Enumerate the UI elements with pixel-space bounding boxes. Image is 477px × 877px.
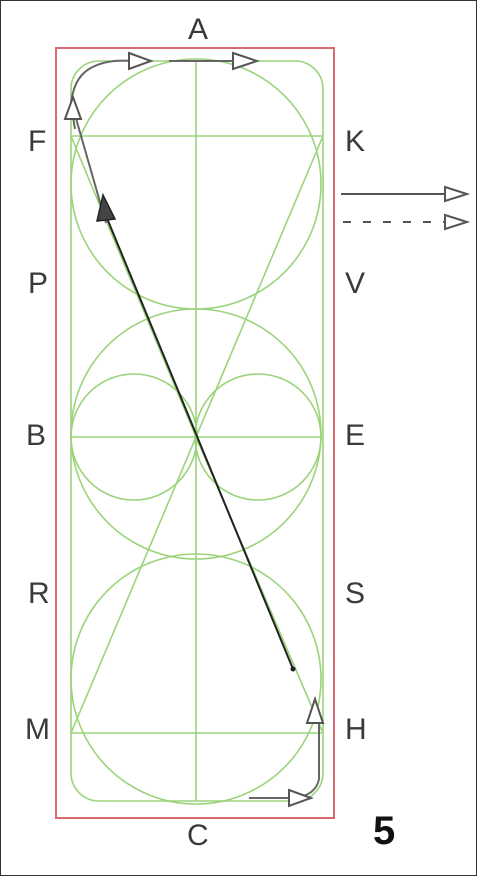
letter-b: B [26, 419, 47, 452]
diagonal-arrowhead [96, 192, 117, 222]
serpentine-line-2 [195, 135, 324, 438]
serpentine-line-3 [70, 436, 197, 734]
letter-k: K [345, 125, 366, 158]
dressage-pattern [70, 58, 324, 805]
arrowhead-a2 [232, 51, 261, 71]
arena-border [55, 47, 335, 819]
letter-e: E [345, 419, 366, 452]
path-f-corner [69, 59, 132, 130]
letter-v: V [345, 267, 366, 300]
letter-h: H [345, 713, 367, 746]
legend-arrow-dashed-head [444, 213, 471, 231]
letter-f: F [28, 125, 47, 158]
arrowhead-f [63, 94, 83, 120]
legend-arrows [341, 193, 447, 223]
letter-r: R [28, 577, 50, 610]
letter-m: M [25, 713, 50, 746]
gray-arrowheads [63, 51, 325, 808]
figure-number: 5 [373, 809, 396, 853]
letter-p: P [28, 267, 49, 300]
diagonal-path [103, 210, 294, 670]
legend-arrow-solid-head [444, 185, 471, 203]
bottom-circle [70, 553, 322, 805]
letter-c: C [187, 819, 209, 852]
right-half-circle [194, 373, 322, 501]
letter-s: S [345, 577, 366, 610]
letter-a: A [188, 13, 209, 46]
arrowhead-a1 [128, 51, 154, 71]
path-start [70, 100, 107, 224]
arrowhead-h [305, 695, 325, 724]
arrowhead-c [288, 788, 314, 808]
serpentine-line-1 [70, 135, 197, 438]
diagonal-end-dot [290, 666, 296, 672]
